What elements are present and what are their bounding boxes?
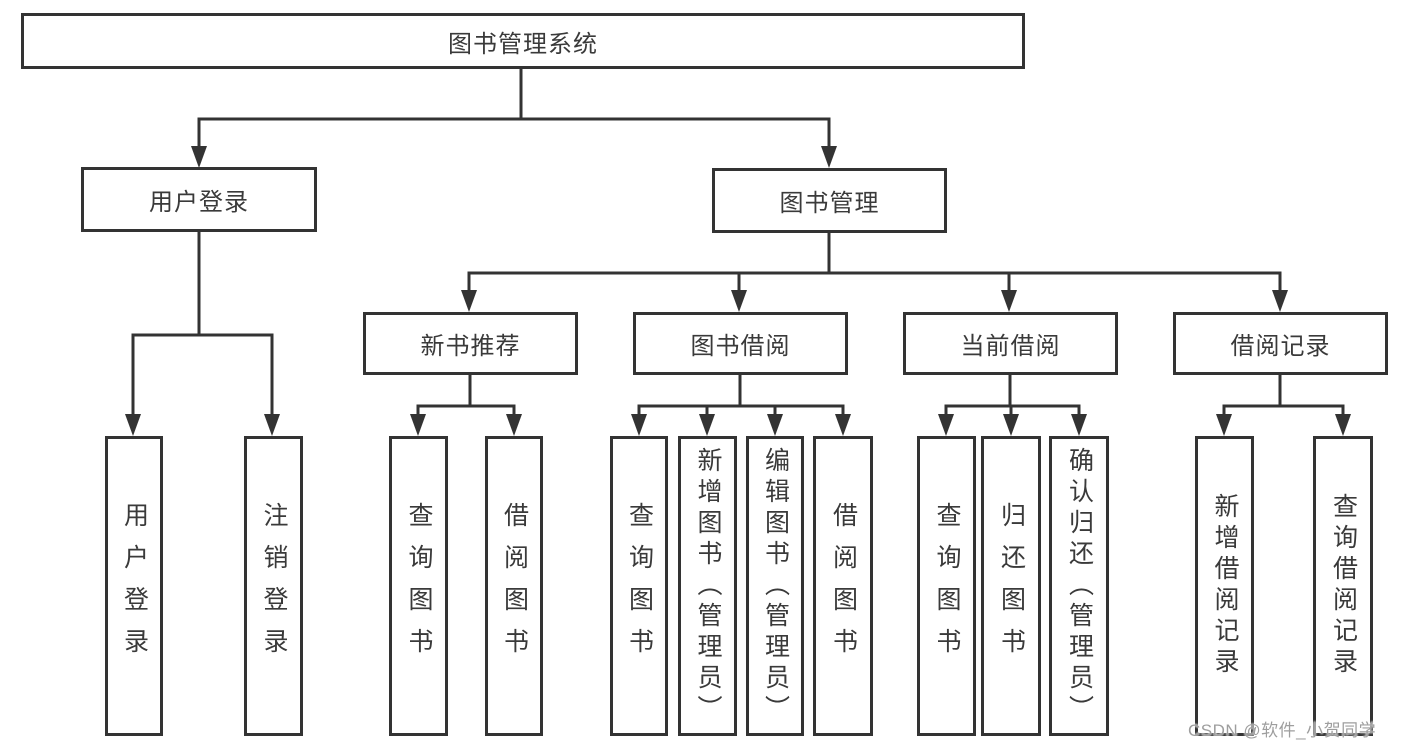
leaf-query-books-3: 查询图书 <box>917 436 976 736</box>
watermark-text: CSDN @软件_小贺同学 <box>1188 721 1377 740</box>
node-new-book-recommend: 新书推荐 <box>363 312 578 375</box>
leaf-confirm-return-admin: 确认归还（管理员） <box>1049 436 1109 736</box>
leaf-add-books-admin-label: 新增图书（管理员） <box>694 446 722 726</box>
node-book-management-system: 图书管理系统 <box>21 13 1025 69</box>
leaf-edit-books-admin-label: 编辑图书（管理员） <box>761 446 790 726</box>
leaf-query-books-1: 查询图书 <box>389 436 448 736</box>
leaf-add-borrow-record-label: 新增借阅记录 <box>1211 493 1239 679</box>
node-user-login: 用户登录 <box>81 167 317 232</box>
leaf-user-login-label: 用户登录 <box>120 502 149 670</box>
node-book-borrowing: 图书借阅 <box>633 312 848 375</box>
leaf-borrow-books-2-label: 借阅图书 <box>829 502 858 670</box>
leaf-query-books-3-label: 查询图书 <box>933 502 961 670</box>
node-current-borrowing: 当前借阅 <box>903 312 1118 375</box>
arrowheads <box>125 146 1351 436</box>
leaf-return-books: 归还图书 <box>981 436 1041 736</box>
leaf-return-books-label: 归还图书 <box>997 502 1026 670</box>
leaf-logout-label: 注销登录 <box>260 502 288 670</box>
leaf-borrow-books-1: 借阅图书 <box>485 436 543 736</box>
leaf-add-borrow-record: 新增借阅记录 <box>1195 436 1254 736</box>
leaf-user-login: 用户登录 <box>105 436 163 736</box>
leaf-logout: 注销登录 <box>244 436 303 736</box>
leaf-query-books-1-label: 查询图书 <box>405 502 433 670</box>
leaf-confirm-return-admin-label: 确认归还（管理员） <box>1065 446 1094 726</box>
leaf-add-books-admin: 新增图书（管理员） <box>678 436 737 736</box>
leaf-edit-books-admin: 编辑图书（管理员） <box>746 436 804 736</box>
node-borrowing-records: 借阅记录 <box>1173 312 1388 375</box>
leaf-borrow-books-2: 借阅图书 <box>813 436 873 736</box>
leaf-query-books-2-label: 查询图书 <box>625 502 654 670</box>
leaf-borrow-books-1-label: 借阅图书 <box>500 502 529 670</box>
leaf-query-books-2: 查询图书 <box>610 436 668 736</box>
leaf-query-borrow-record: 查询借阅记录 <box>1313 436 1373 736</box>
leaf-query-borrow-record-label: 查询借阅记录 <box>1329 493 1358 679</box>
node-book-management: 图书管理 <box>712 168 947 233</box>
